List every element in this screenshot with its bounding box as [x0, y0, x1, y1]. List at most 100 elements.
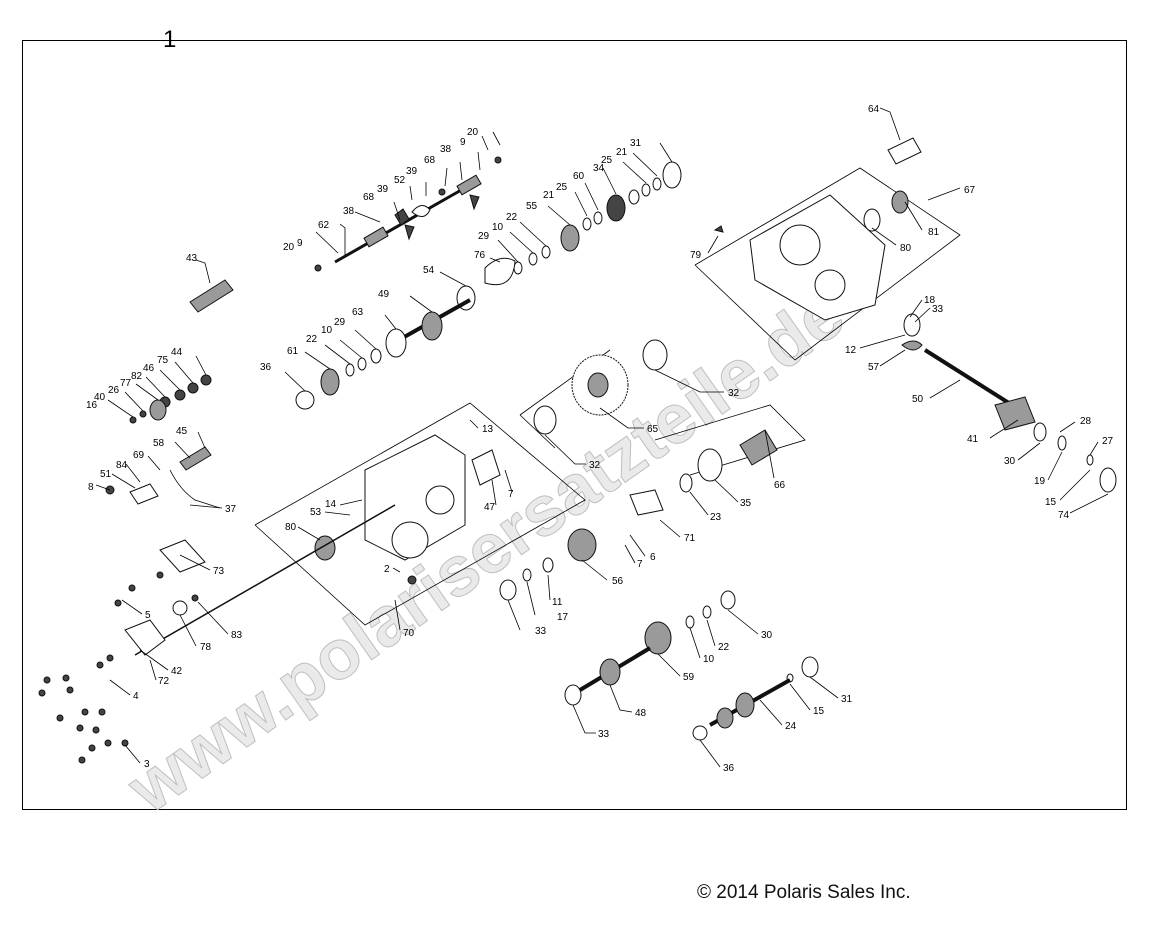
callout-labels: 20 9 38 68 39 39 52 68 38 62 20 9 31 21 … [86, 104, 1114, 774]
ring-gear-group [533, 339, 668, 435]
main-case [314, 434, 501, 585]
callout: 39 [406, 166, 418, 177]
callout: 33 [598, 729, 610, 740]
callout: 68 [424, 155, 436, 166]
callout: 58 [153, 438, 165, 449]
callout: 48 [635, 708, 647, 719]
callout: 5 [145, 610, 151, 621]
callout: 13 [482, 424, 494, 435]
callout: 12 [845, 345, 857, 356]
callout: 38 [343, 206, 355, 217]
callout: 24 [785, 721, 797, 732]
callout: 19 [1034, 476, 1046, 487]
callout: 3 [144, 759, 150, 770]
callout: 52 [394, 175, 406, 186]
callout: 59 [683, 672, 695, 683]
callout: 29 [334, 317, 346, 328]
callout: 63 [352, 307, 364, 318]
callout: 38 [440, 144, 452, 155]
callout: 10 [703, 654, 715, 665]
callout: 81 [928, 227, 940, 238]
callout: 37 [225, 504, 237, 515]
callout: 69 [133, 450, 145, 461]
callout: 53 [310, 507, 322, 518]
callout: 14 [325, 499, 337, 510]
callout: 40 [94, 392, 106, 403]
rear-housing [713, 137, 922, 321]
callout: 2 [384, 564, 390, 575]
callout: 72 [158, 676, 170, 687]
callout: 33 [535, 626, 547, 637]
callout: 49 [378, 289, 390, 300]
callout: 60 [573, 171, 585, 182]
callout: 50 [912, 394, 924, 405]
callout: 32 [589, 460, 601, 471]
leader-lines [95, 107, 1109, 768]
callout: 31 [841, 694, 853, 705]
callout: 30 [1004, 456, 1016, 467]
output-shaft-group [901, 313, 1117, 493]
callout: 44 [171, 347, 183, 358]
callout: 23 [710, 512, 722, 523]
callout: 36 [260, 362, 272, 373]
callout: 74 [1058, 510, 1070, 521]
callout: 73 [213, 566, 225, 577]
callout: 56 [612, 576, 624, 587]
callout: 83 [231, 630, 243, 641]
callout: 29 [478, 231, 490, 242]
callout: 33 [932, 304, 944, 315]
callout: 68 [363, 192, 375, 203]
callout: 66 [774, 480, 786, 491]
differential-group [499, 429, 778, 601]
input-shaft-group [295, 298, 471, 410]
callout: 8 [88, 482, 94, 493]
callout: 22 [718, 642, 730, 653]
callout: 27 [1102, 436, 1114, 447]
callout: 25 [556, 182, 568, 193]
callout: 80 [900, 243, 912, 254]
callout: 9 [460, 137, 466, 148]
callout: 80 [285, 522, 297, 533]
callout: 10 [492, 222, 504, 233]
callout: 18 [924, 295, 936, 306]
callout: 6 [650, 552, 656, 563]
callout: 70 [403, 628, 415, 639]
callout: 17 [557, 612, 569, 623]
assembly-brackets [254, 167, 961, 626]
upper-shaft-group [189, 161, 682, 313]
callout: 15 [813, 706, 825, 717]
callout: 7 [637, 559, 643, 570]
callout: 78 [200, 642, 212, 653]
callout: 35 [740, 498, 752, 509]
callout: 30 [761, 630, 773, 641]
callout: 25 [601, 155, 613, 166]
callout: 22 [506, 212, 518, 223]
callout: 20 [467, 127, 479, 138]
figure-number: 1 [163, 26, 177, 53]
callout: 22 [306, 334, 318, 345]
callout: 34 [593, 163, 605, 174]
callout: 26 [108, 385, 120, 396]
callout: 21 [543, 190, 555, 201]
callout: 16 [86, 400, 98, 411]
callout: 75 [157, 355, 169, 366]
bolt-set [38, 654, 129, 764]
callout: 57 [868, 362, 880, 373]
callout: 36 [723, 763, 735, 774]
callout: 76 [474, 250, 486, 261]
callout: 41 [967, 434, 979, 445]
callout: 32 [728, 388, 740, 399]
callout: 21 [616, 147, 628, 158]
callout: 9 [297, 238, 303, 249]
callout: 67 [964, 185, 976, 196]
callout: 71 [684, 533, 696, 544]
callout: 39 [377, 184, 389, 195]
callout: 82 [131, 371, 143, 382]
callout: 20 [283, 242, 295, 253]
callout: 47 [484, 502, 496, 513]
callout: 79 [690, 250, 702, 261]
callout: 43 [186, 253, 198, 264]
callout: 54 [423, 265, 435, 276]
callout: 15 [1045, 497, 1057, 508]
